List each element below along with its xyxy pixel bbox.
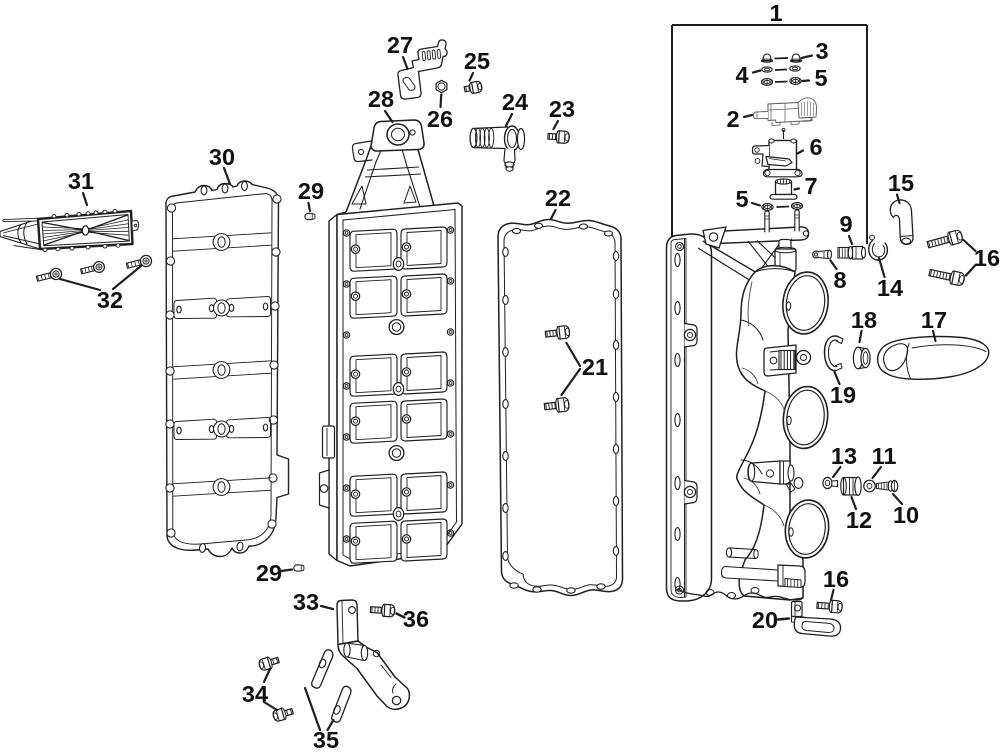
svg-text:1: 1 <box>769 0 782 26</box>
svg-text:16: 16 <box>974 245 1000 271</box>
svg-text:35: 35 <box>313 727 339 753</box>
svg-text:17: 17 <box>921 307 947 333</box>
svg-text:25: 25 <box>464 48 490 74</box>
svg-text:31: 31 <box>68 168 94 194</box>
svg-text:19: 19 <box>830 382 856 408</box>
svg-text:15: 15 <box>888 170 914 196</box>
svg-text:13: 13 <box>831 443 857 469</box>
svg-text:23: 23 <box>549 96 575 122</box>
svg-text:18: 18 <box>851 307 877 333</box>
svg-text:28: 28 <box>368 86 394 112</box>
svg-text:33: 33 <box>293 589 319 615</box>
svg-text:24: 24 <box>502 89 528 115</box>
svg-text:20: 20 <box>752 607 778 633</box>
svg-text:8: 8 <box>833 267 846 293</box>
svg-text:29: 29 <box>298 178 324 204</box>
svg-text:16: 16 <box>823 566 849 592</box>
svg-text:36: 36 <box>403 606 429 632</box>
svg-text:27: 27 <box>387 32 413 58</box>
svg-text:9: 9 <box>839 211 852 237</box>
svg-text:14: 14 <box>877 275 903 301</box>
svg-text:21: 21 <box>582 354 608 380</box>
svg-text:2: 2 <box>726 106 739 132</box>
svg-text:29: 29 <box>256 560 282 586</box>
svg-text:30: 30 <box>209 144 235 170</box>
svg-text:26: 26 <box>427 106 453 132</box>
svg-text:11: 11 <box>872 443 897 469</box>
svg-text:12: 12 <box>846 507 872 533</box>
svg-text:5: 5 <box>735 186 748 212</box>
svg-text:5: 5 <box>814 65 827 91</box>
svg-text:32: 32 <box>97 287 123 313</box>
svg-text:6: 6 <box>809 134 822 160</box>
svg-text:4: 4 <box>735 62 748 88</box>
svg-text:7: 7 <box>804 173 817 199</box>
svg-text:3: 3 <box>815 38 828 64</box>
svg-text:22: 22 <box>545 185 571 211</box>
svg-text:10: 10 <box>893 502 919 528</box>
